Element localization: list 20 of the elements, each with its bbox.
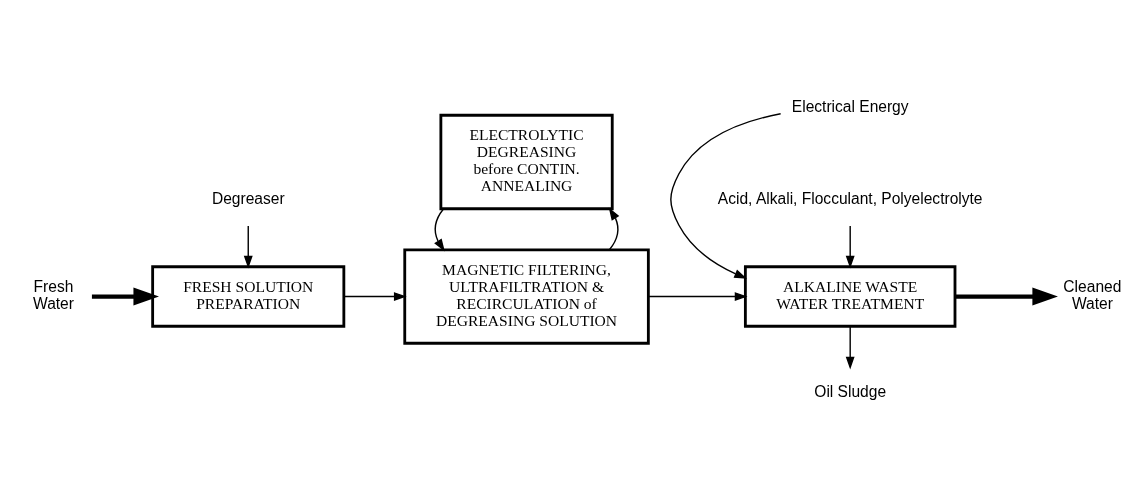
arrow: [845, 224, 855, 269]
node-text: Electrical Energy: [791, 97, 909, 115]
arrow: [434, 208, 445, 252]
arrow: [243, 224, 253, 269]
node-text: Oil Sludge: [814, 382, 887, 400]
node-text: Acid, Alkali, Flocculant, Polyelectrolyte: [717, 189, 983, 207]
node-text: Cleaned Water: [1063, 277, 1122, 312]
arrow: [608, 206, 620, 250]
node-text: Fresh Water: [33, 277, 74, 312]
node-text: Degreaser: [211, 189, 285, 207]
node-box: MAGNETIC FILTERING, ULTRAFILTRATION & RECIRCULATION of DEGREASING SOLUTION: [403, 247, 650, 345]
node-box: ELECTROLYTIC DEGREASING before CONTIN. ANNEALING: [439, 113, 614, 210]
node-box: FRESH SOLUTION PREPARATION: [151, 264, 346, 328]
arrow: [670, 112, 782, 279]
node-box: ALKALINE WASTE WATER TREATMENT: [743, 264, 957, 328]
arrow: [648, 291, 748, 301]
arrow: [343, 291, 407, 301]
arrow: [955, 287, 1058, 305]
arrow: [91, 287, 159, 305]
arrow: [845, 325, 855, 369]
